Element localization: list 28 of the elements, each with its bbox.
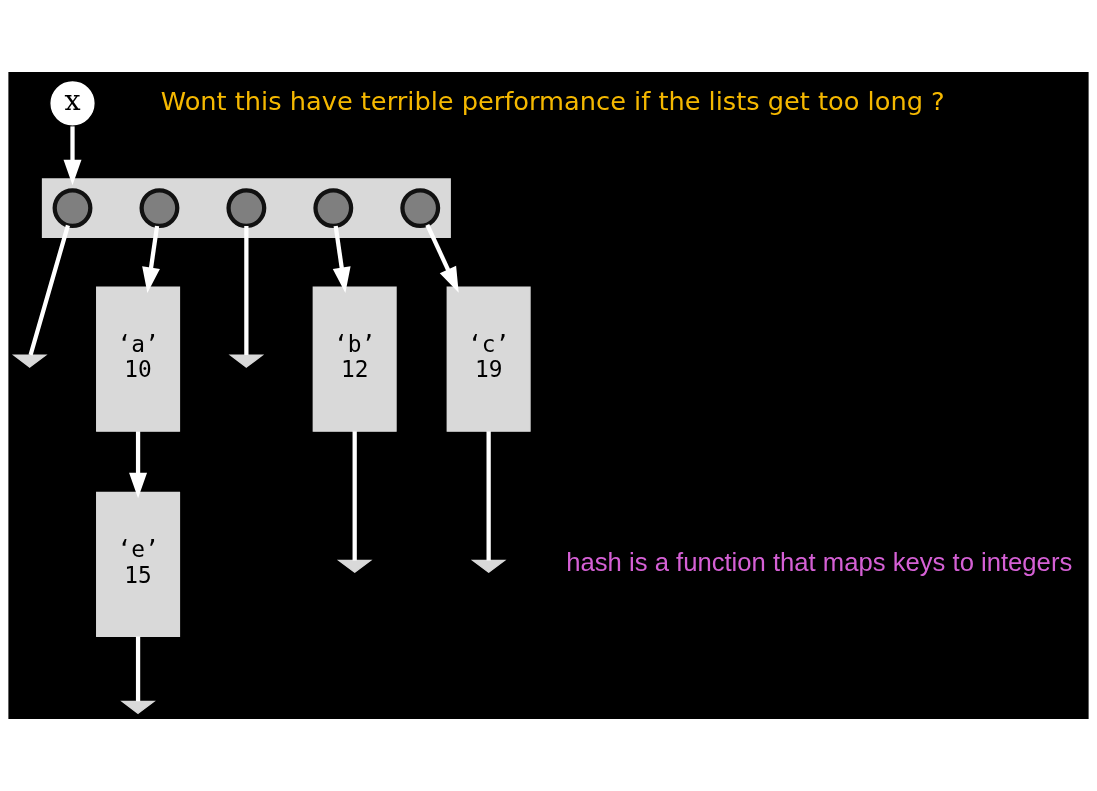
node-circle [400,188,441,229]
connector [244,225,249,355]
node-box: ‘a’ 10 [96,286,181,432]
node-circle [139,188,180,229]
node-ground [228,354,265,368]
node-circle: x [49,79,97,127]
label: hash is a function that maps keys to integers [566,547,1073,576]
connector [486,431,491,561]
node-box: ‘b’ 12 [312,286,397,432]
node-ground [336,559,373,574]
node-circle [52,188,93,229]
arrow [425,223,459,293]
connector [135,636,141,702]
arrow [142,225,160,294]
node-circle [313,188,354,229]
arrow [332,225,351,294]
node-circle [226,188,267,229]
node-ground [11,354,48,368]
node-ground [470,559,507,574]
node-box: ‘c’ 19 [446,286,531,432]
connector [352,431,357,561]
arrow [63,126,82,186]
cluster [41,178,451,239]
label: Wont this have terrible performance if the lists get too long ? [160,85,945,116]
connector [28,224,70,356]
node-ground [120,700,156,715]
arrow [129,431,148,499]
node-box: ‘e’ 15 [96,491,181,638]
